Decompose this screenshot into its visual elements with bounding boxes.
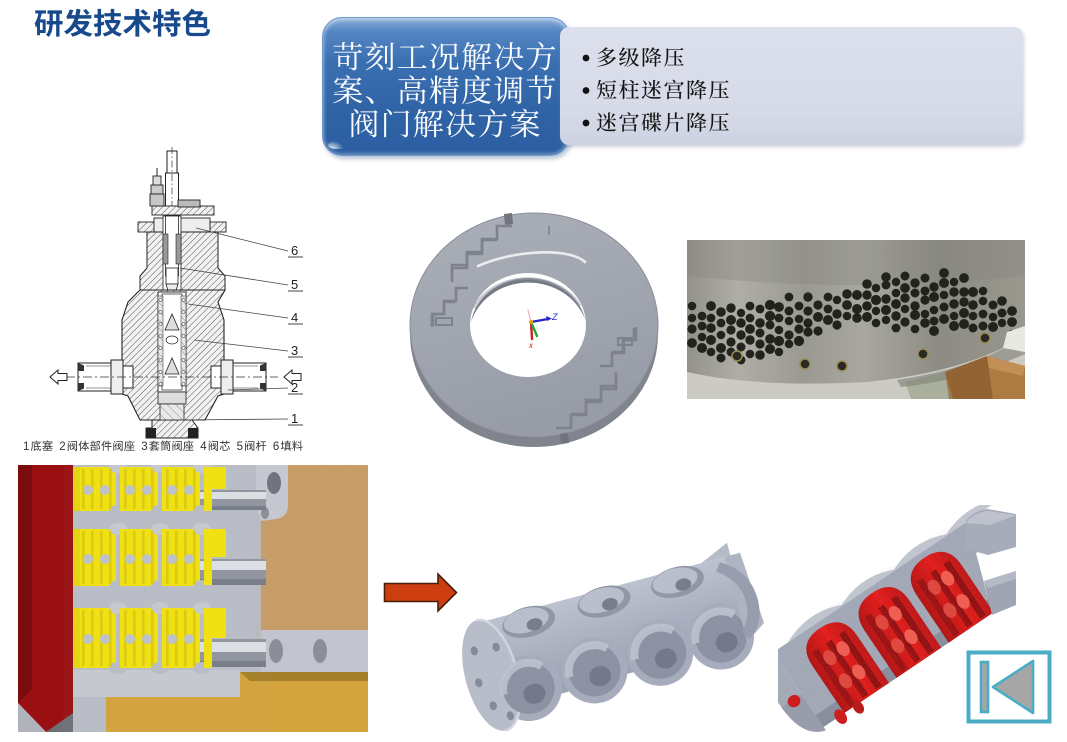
svg-text:3: 3	[291, 343, 298, 358]
svg-text:1: 1	[291, 411, 298, 426]
svg-text:5: 5	[237, 441, 243, 453]
svg-text:5: 5	[291, 277, 298, 292]
svg-text:6: 6	[291, 243, 298, 258]
svg-text:x: x	[528, 341, 534, 350]
svg-text:Z: Z	[551, 312, 558, 322]
svg-text:2: 2	[59, 441, 65, 453]
svg-text:2: 2	[291, 380, 298, 395]
svg-text:4: 4	[291, 310, 298, 325]
svg-text:3: 3	[141, 441, 147, 453]
svg-text:6: 6	[273, 441, 279, 453]
svg-text:4: 4	[200, 441, 207, 453]
svg-text:1: 1	[23, 441, 29, 453]
